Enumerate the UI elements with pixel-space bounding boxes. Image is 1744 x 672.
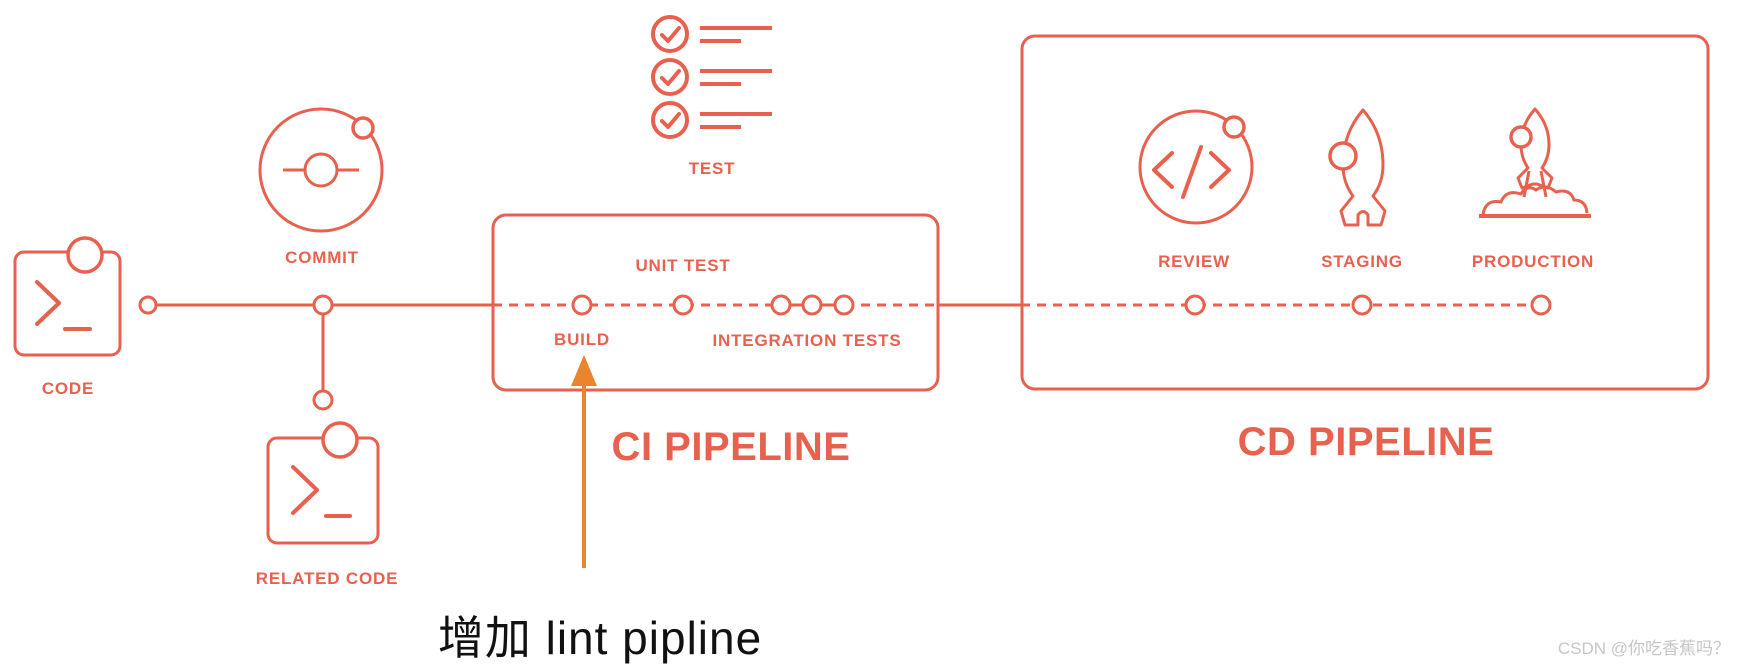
ci-pipeline-title: CI PIPELINE — [611, 425, 851, 469]
test-label: TEST — [688, 159, 736, 178]
commit-orbit-icon — [258, 107, 384, 233]
review-label: REVIEW — [1158, 252, 1230, 271]
unit-test-node — [672, 294, 694, 316]
production-node — [1530, 294, 1552, 316]
cd-pipeline-box — [1020, 34, 1710, 391]
cd-pipeline-title: CD PIPELINE — [1237, 420, 1495, 464]
related-code-node — [312, 389, 334, 411]
integration-node-2 — [801, 294, 823, 316]
related-code-terminal-icon — [266, 421, 380, 545]
integration-tests-label: INTEGRATION TESTS — [712, 331, 902, 350]
annotation-arrow — [571, 355, 597, 568]
commit-node — [312, 294, 334, 316]
integration-node-1 — [770, 294, 792, 316]
review-node — [1184, 294, 1206, 316]
related-code-label: RELATED CODE — [255, 569, 399, 588]
annotation-text: 增加 lint pipline — [437, 612, 763, 664]
pipeline-nodes — [138, 294, 1552, 411]
unit-test-label: UNIT TEST — [635, 256, 731, 275]
integration-node-3 — [833, 294, 855, 316]
ci-pipeline-box — [491, 213, 940, 392]
start-node — [138, 295, 158, 315]
staging-label: STAGING — [1321, 252, 1403, 271]
review-code-icon — [1138, 109, 1254, 225]
production-launch-icon — [1479, 107, 1591, 218]
build-label: BUILD — [554, 330, 610, 349]
staging-node — [1351, 294, 1373, 316]
production-label: PRODUCTION — [1471, 252, 1595, 271]
code-terminal-icon — [13, 236, 122, 357]
csdn-watermark: CSDN @你吃香蕉吗？ — [1557, 639, 1730, 658]
build-node — [571, 294, 593, 316]
code-label: CODE — [41, 379, 95, 398]
staging-rocket-icon — [1328, 108, 1387, 227]
commit-label: COMMIT — [285, 248, 359, 267]
test-checklist-icon — [651, 15, 772, 139]
